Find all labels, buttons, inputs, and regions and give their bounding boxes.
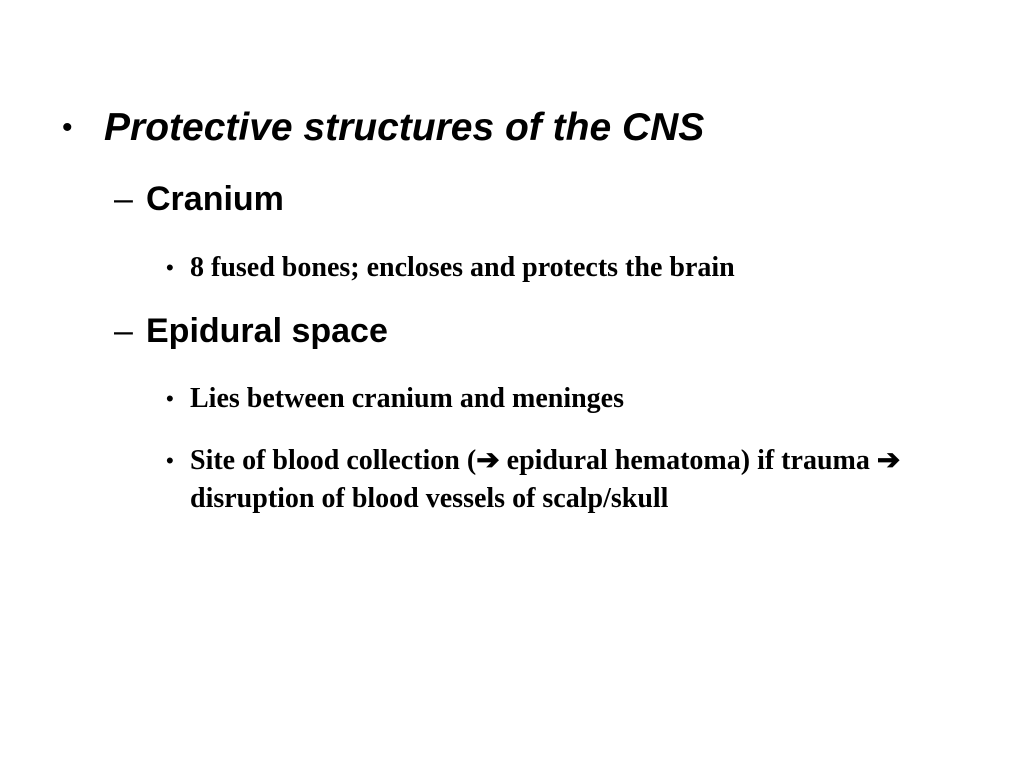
section-heading-text: Cranium (146, 180, 284, 218)
point-text: Lies between cranium and meninges (190, 383, 624, 414)
point-text: Site of blood collection (➔ epidural hem… (190, 445, 901, 514)
bullet-icon: • (62, 111, 73, 144)
bullet-icon: • (166, 255, 174, 280)
dash-icon: – (114, 180, 133, 218)
bullet-icon: • (166, 386, 174, 411)
section-heading-text: Epidural space (146, 312, 388, 350)
dash-icon: – (114, 312, 133, 350)
point-text: 8 fused bones; encloses and protects the… (190, 252, 735, 283)
slide-title: Protective structures of the CNS (104, 106, 705, 149)
bullet-icon: • (166, 448, 174, 473)
